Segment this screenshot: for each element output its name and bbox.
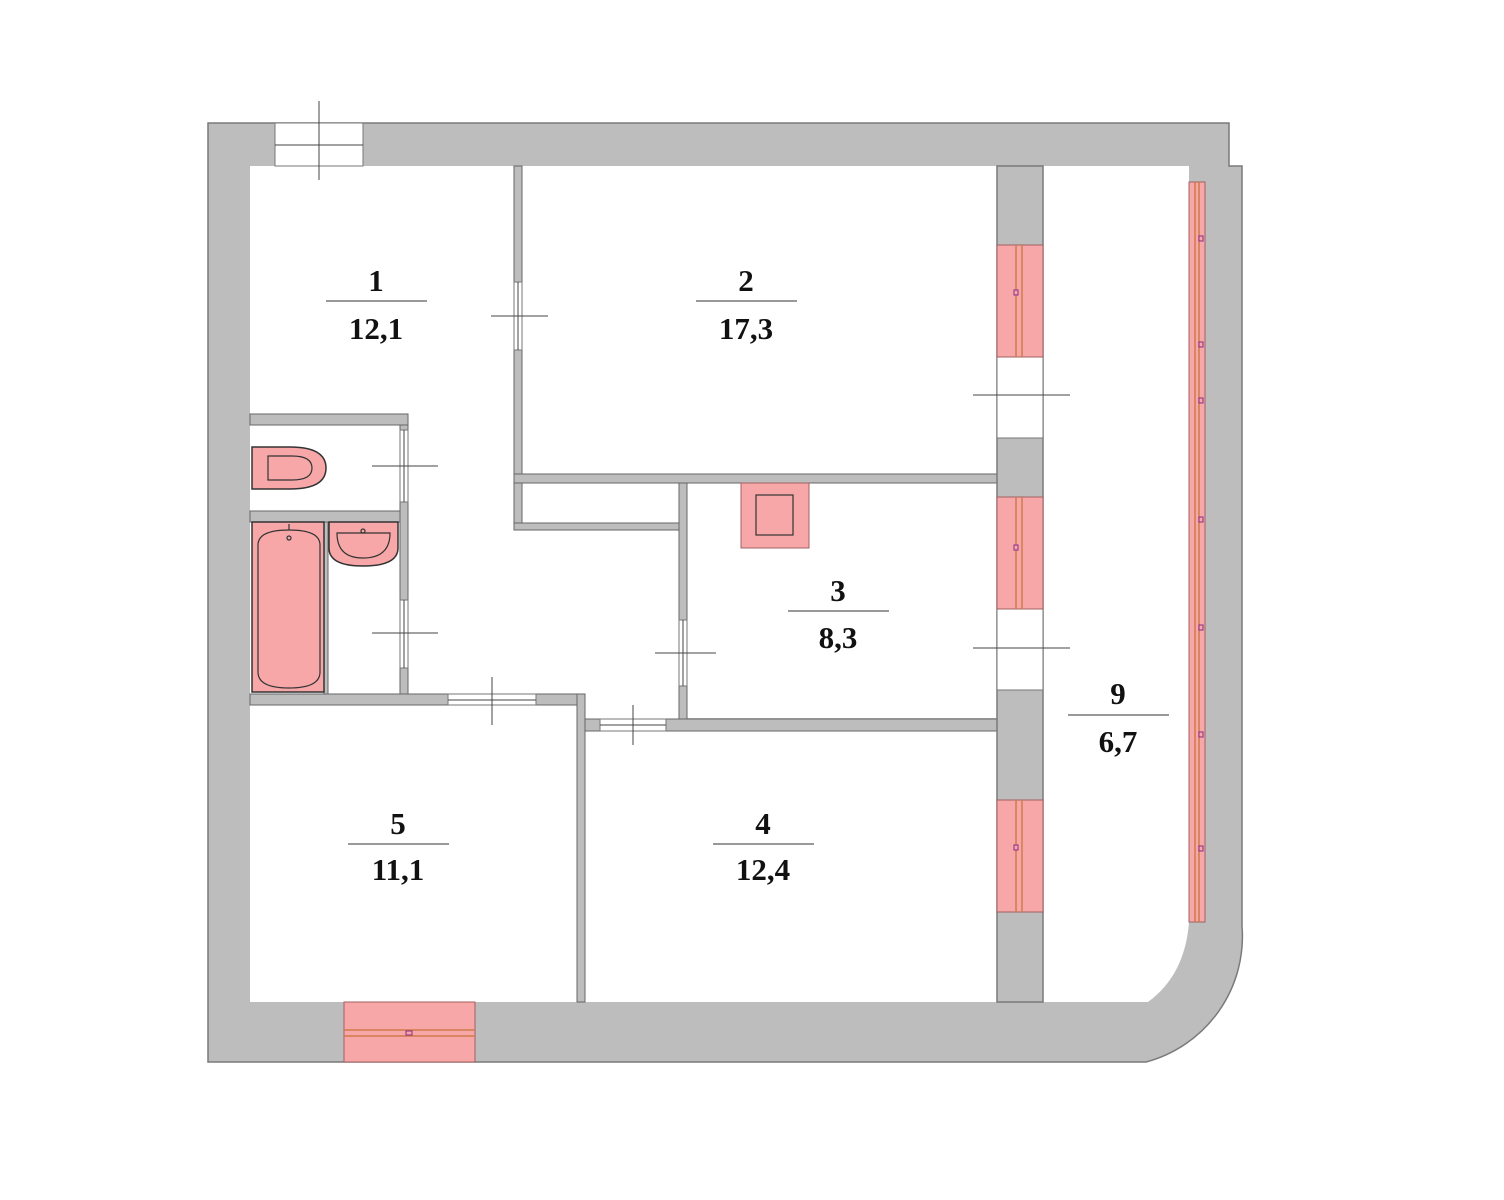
room-label-1: 1 12,1 (326, 263, 427, 346)
room-area: 8,3 (819, 620, 858, 655)
bathtub-icon (251, 521, 325, 693)
toilet-icon (251, 446, 327, 490)
room-area: 6,7 (1099, 724, 1138, 759)
floor-room-1 (250, 166, 514, 414)
fixtures (251, 446, 810, 693)
room-labels: 1 12,1 2 17,3 3 8,3 4 12,4 5 11,1 9 6,7 (326, 263, 1169, 887)
floor-room-3 (687, 483, 997, 718)
room-number: 2 (738, 263, 754, 298)
room-number: 9 (1110, 676, 1126, 711)
room-number: 1 (368, 263, 384, 298)
windows (343, 181, 1206, 1063)
partition-closet-bottom (513, 522, 688, 531)
partition-2-bottom (513, 473, 999, 484)
floor-hall (408, 414, 679, 719)
room-label-4: 4 12,4 (713, 806, 814, 887)
window-room-4 (996, 799, 1044, 913)
ventilation-shaft-icon (740, 482, 810, 549)
room-label-9: 9 6,7 (1068, 676, 1169, 759)
room-number: 5 (390, 806, 406, 841)
room-area: 12,1 (349, 311, 403, 346)
window-room-3 (996, 496, 1044, 610)
room-number: 4 (755, 806, 771, 841)
floor-closet (522, 483, 679, 523)
window-loggia (1188, 181, 1206, 923)
partition-wc-top (249, 413, 409, 426)
door-loggia-2 (996, 356, 1044, 439)
floor-room-4 (585, 731, 997, 1002)
room-label-3: 3 8,3 (788, 573, 889, 655)
room-label-2: 2 17,3 (696, 263, 797, 346)
room-area: 12,4 (736, 852, 790, 887)
room-area: 11,1 (372, 852, 425, 887)
doors (274, 101, 1070, 745)
window-room-2 (996, 244, 1044, 358)
door-loggia-3 (996, 608, 1044, 691)
room-label-5: 5 11,1 (348, 806, 449, 887)
room-area: 17,3 (719, 311, 773, 346)
floor-room-2 (522, 166, 997, 474)
floor-room-5 (250, 705, 577, 1002)
partition-wc-bath (249, 510, 409, 523)
partition-5-4 (576, 693, 586, 1003)
room-number: 3 (830, 573, 846, 608)
sink-icon (328, 521, 399, 567)
floor-room-9 (1043, 166, 1189, 1002)
